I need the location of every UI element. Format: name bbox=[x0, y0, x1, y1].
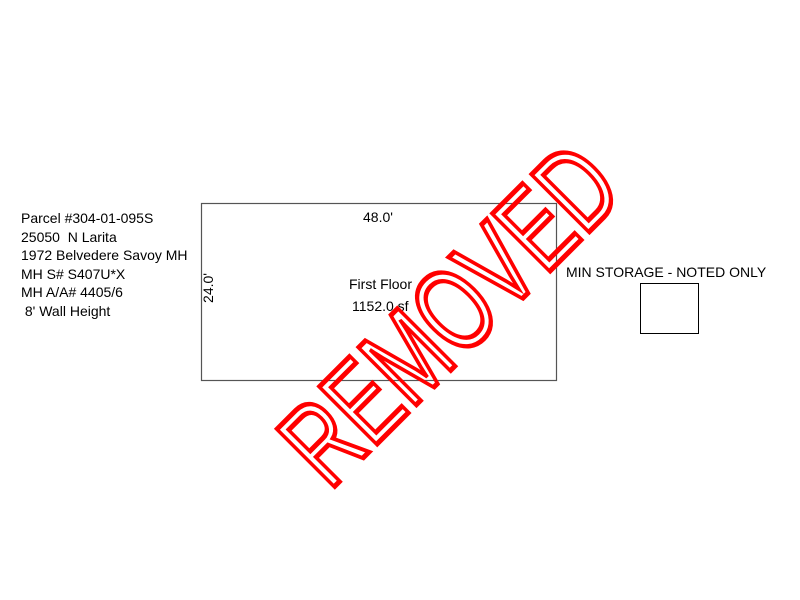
storage-outline bbox=[640, 283, 699, 334]
width-dimension: 48.0' bbox=[363, 209, 393, 225]
aa-number: MH A/A# 4405/6 bbox=[21, 284, 123, 300]
home-model: 1972 Belvedere Savoy MH bbox=[21, 247, 188, 263]
floor-area: 1152.0 sf bbox=[352, 298, 409, 314]
storage-label: MIN STORAGE - NOTED ONLY bbox=[566, 264, 767, 280]
wall-height: 8' Wall Height bbox=[21, 302, 111, 319]
address: 25050 N Larita bbox=[21, 228, 117, 245]
first-floor-outline bbox=[200, 202, 558, 382]
removed-stamp-text: REMOVED bbox=[255, 120, 645, 510]
serial-number: MH S# S407U*X bbox=[21, 265, 126, 282]
parcel-info: Parcel #304-01-095S 25050 N Larita 1972 … bbox=[21, 209, 188, 320]
parcel-number: Parcel #304-01-095S bbox=[21, 210, 154, 226]
floor-name: First Floor bbox=[349, 276, 412, 292]
